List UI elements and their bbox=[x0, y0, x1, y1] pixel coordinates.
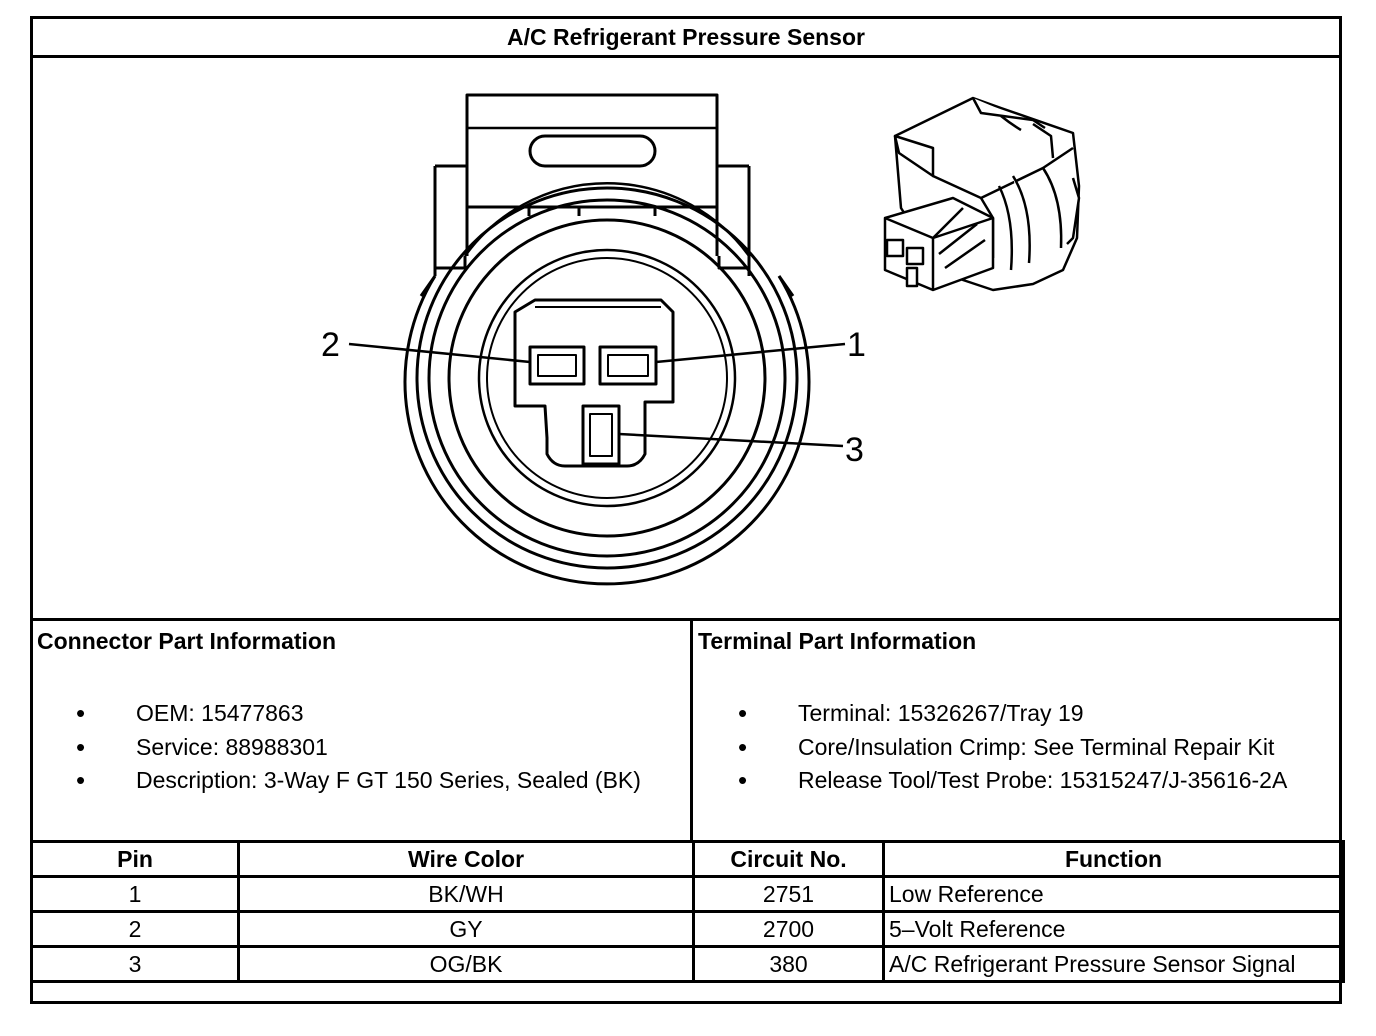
wire-color-cell: BK/WH bbox=[237, 875, 695, 913]
circuit-cell: 380 bbox=[692, 945, 885, 983]
connector-isometric-view bbox=[883, 96, 1081, 292]
pin-1-leader bbox=[655, 342, 846, 364]
terminal-tool-item: Release Tool/Test Probe: 15315247/J-3561… bbox=[728, 764, 1287, 798]
function-cell: Low Reference bbox=[882, 875, 1345, 913]
pin-2-leader bbox=[348, 342, 531, 364]
circuit-cell: 2751 bbox=[692, 875, 885, 913]
circuit-cell: 2700 bbox=[692, 910, 885, 948]
pin-3-callout: 3 bbox=[845, 431, 864, 469]
pinout-table: Pin Wire Color Circuit No. Function 1 BK… bbox=[30, 840, 1345, 983]
diagram-divider bbox=[30, 618, 1342, 621]
pin-cell: 1 bbox=[30, 875, 240, 913]
wire-color-cell: GY bbox=[237, 910, 695, 948]
connector-info-heading: Connector Part Information bbox=[37, 628, 337, 654]
connector-diagram: 2 1 3 bbox=[321, 93, 1081, 586]
connector-body bbox=[403, 182, 811, 586]
pin-1-terminal bbox=[598, 345, 658, 386]
connector-description-item: Description: 3-Way F GT 150 Series, Seal… bbox=[66, 764, 641, 798]
table-row: 1 BK/WH 2751 Low Reference bbox=[30, 875, 1345, 913]
info-divider bbox=[690, 618, 693, 840]
pin-3-terminal bbox=[581, 404, 621, 466]
terminal-crimp-item: Core/Insulation Crimp: See Terminal Repa… bbox=[728, 731, 1287, 765]
pin-2-callout: 2 bbox=[321, 326, 340, 364]
connector-latch bbox=[433, 93, 751, 268]
terminal-info-list: Terminal: 15326267/Tray 19 Core/Insulati… bbox=[728, 697, 1287, 798]
wire-color-header: Wire Color bbox=[237, 840, 695, 878]
pin-2-terminal bbox=[528, 345, 586, 386]
pin-1-callout: 1 bbox=[847, 326, 866, 364]
circuit-header: Circuit No. bbox=[692, 840, 885, 878]
function-cell: 5–Volt Reference bbox=[882, 910, 1345, 948]
title-divider bbox=[30, 55, 1342, 58]
table-row: 3 OG/BK 380 A/C Refrigerant Pressure Sen… bbox=[30, 945, 1345, 983]
terminal-number-item: Terminal: 15326267/Tray 19 bbox=[728, 697, 1287, 731]
cavity-face bbox=[513, 298, 675, 468]
pin-cell: 3 bbox=[30, 945, 240, 983]
wire-color-cell: OG/BK bbox=[237, 945, 695, 983]
connector-shoulders bbox=[433, 207, 751, 276]
table-row: 2 GY 2700 5–Volt Reference bbox=[30, 910, 1345, 948]
page-title: A/C Refrigerant Pressure Sensor bbox=[507, 24, 865, 50]
connector-oem-item: OEM: 15477863 bbox=[66, 697, 641, 731]
table-header-row: Pin Wire Color Circuit No. Function bbox=[30, 840, 1345, 878]
pin-cell: 2 bbox=[30, 910, 240, 948]
pin-header: Pin bbox=[30, 840, 240, 878]
terminal-info-heading: Terminal Part Information bbox=[698, 628, 977, 654]
function-header: Function bbox=[882, 840, 1345, 878]
connector-info-list: OEM: 15477863 Service: 88988301 Descript… bbox=[66, 697, 641, 798]
function-cell: A/C Refrigerant Pressure Sensor Signal bbox=[882, 945, 1345, 983]
outer-frame bbox=[30, 16, 1342, 1004]
pin-3-leader bbox=[618, 432, 844, 448]
connector-service-item: Service: 88988301 bbox=[66, 731, 641, 765]
